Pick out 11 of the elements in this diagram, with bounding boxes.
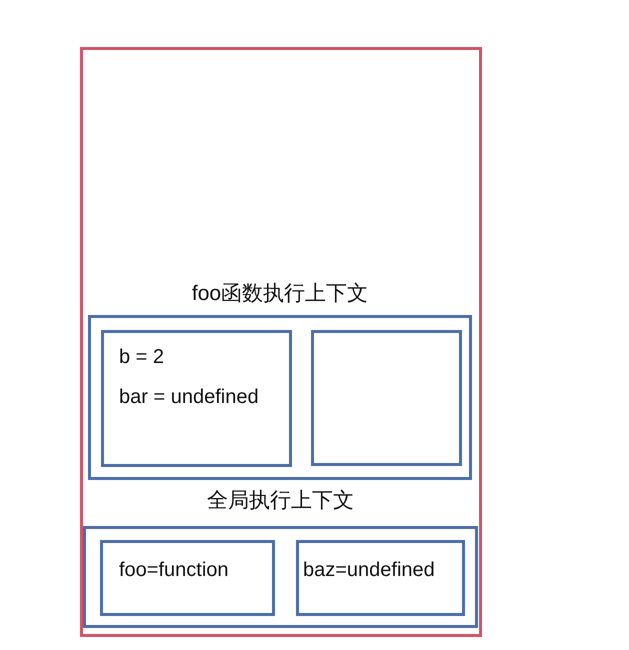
- variable-box: [296, 540, 465, 616]
- variable-label: bar = undefined: [119, 385, 259, 409]
- call-stack-frame: [80, 47, 482, 637]
- variable-label: foo=function: [119, 558, 229, 582]
- context-title: 全局执行上下文: [207, 488, 354, 514]
- context-title: foo函数执行上下文: [192, 281, 368, 307]
- empty-box: [311, 330, 462, 466]
- variable-label: baz=undefined: [303, 558, 435, 582]
- variable-label: b = 2: [119, 345, 166, 369]
- variable-box: [101, 330, 292, 467]
- variable-box: [100, 540, 275, 616]
